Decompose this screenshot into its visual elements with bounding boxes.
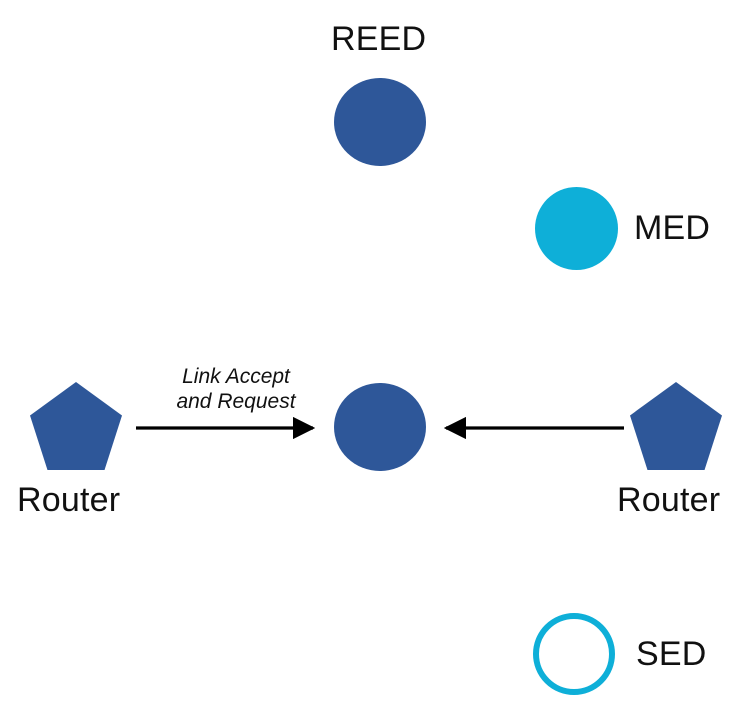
node-router-right-pentagon[interactable] bbox=[630, 382, 722, 470]
edge-label-link-accept-and-request: Link Accept and Request bbox=[176, 365, 296, 413]
node-label-router-left: Router bbox=[17, 481, 121, 519]
node-router-left-pentagon[interactable] bbox=[30, 382, 122, 470]
edge-router-left-to-center[interactable] bbox=[130, 415, 330, 443]
node-reed-circle[interactable] bbox=[334, 78, 426, 166]
node-label-reed: REED bbox=[331, 20, 427, 58]
node-sed-circle[interactable] bbox=[533, 613, 615, 695]
node-label-router-right: Router bbox=[617, 481, 721, 519]
node-med-circle[interactable] bbox=[535, 187, 618, 270]
node-center-circle[interactable] bbox=[334, 383, 426, 471]
node-label-med: MED bbox=[634, 209, 711, 247]
node-label-sed: SED bbox=[636, 635, 707, 673]
edge-router-right-to-center[interactable] bbox=[432, 415, 632, 443]
